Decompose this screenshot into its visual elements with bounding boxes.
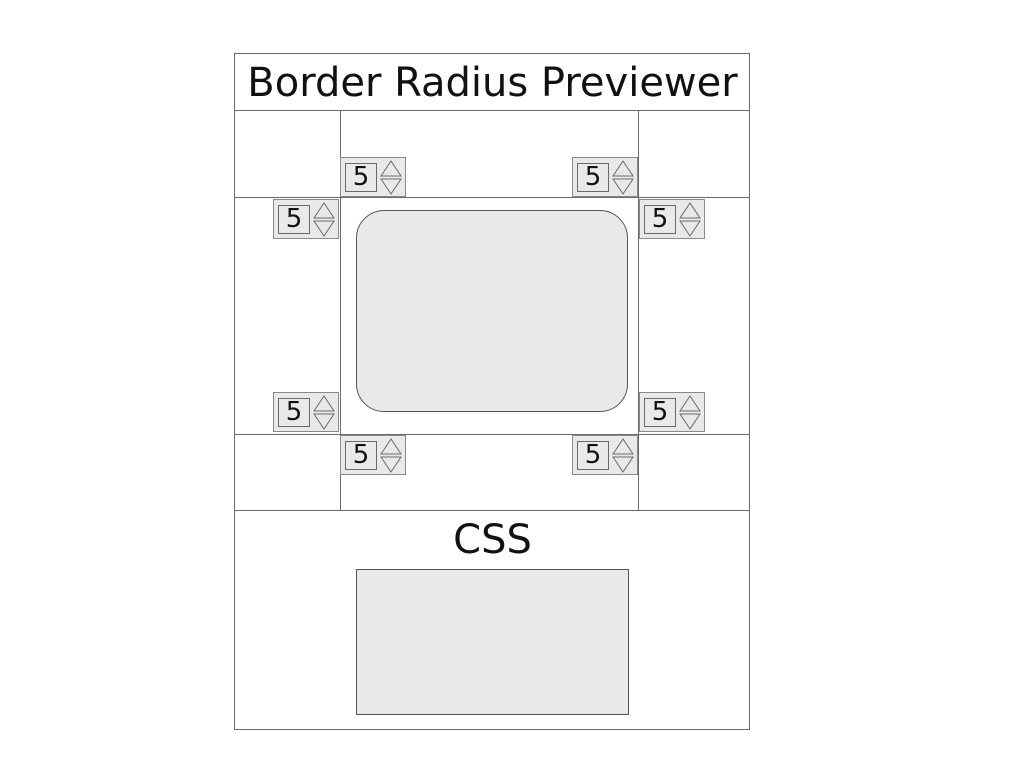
decrement-arrow-icon[interactable] <box>313 220 335 237</box>
grid-line-above-css <box>234 510 750 511</box>
spinner-value[interactable]: 5 <box>278 398 310 427</box>
radius-preview-box <box>356 210 628 412</box>
increment-arrow-icon[interactable] <box>313 202 335 219</box>
increment-arrow-icon[interactable] <box>679 202 701 219</box>
grid-line-top-row <box>234 197 750 198</box>
decrement-arrow-icon[interactable] <box>679 413 701 430</box>
frame-top <box>234 53 750 54</box>
increment-arrow-icon[interactable] <box>679 395 701 412</box>
spinner-value[interactable]: 5 <box>345 441 377 470</box>
spinner-value[interactable]: 5 <box>278 205 310 234</box>
bottom-left-horizontal-spinner[interactable]: 5 <box>340 435 406 475</box>
page-title: Border Radius Previewer <box>247 60 738 106</box>
frame-left <box>234 53 235 730</box>
grid-line-bottom-row <box>234 434 750 435</box>
grid-line-right-column <box>638 110 639 510</box>
bottom-left-vertical-spinner[interactable]: 5 <box>273 392 339 432</box>
spinner-value[interactable]: 5 <box>577 163 609 192</box>
increment-arrow-icon[interactable] <box>380 160 402 177</box>
spinner-value[interactable]: 5 <box>644 398 676 427</box>
increment-arrow-icon[interactable] <box>380 438 402 455</box>
frame-bottom <box>234 729 750 730</box>
increment-arrow-icon[interactable] <box>612 438 634 455</box>
top-right-horizontal-spinner[interactable]: 5 <box>572 157 638 197</box>
spinner-value[interactable]: 5 <box>345 163 377 192</box>
decrement-arrow-icon[interactable] <box>679 220 701 237</box>
bottom-right-horizontal-spinner[interactable]: 5 <box>572 435 638 475</box>
top-left-horizontal-spinner[interactable]: 5 <box>340 157 406 197</box>
decrement-arrow-icon[interactable] <box>380 178 402 195</box>
decrement-arrow-icon[interactable] <box>612 456 634 473</box>
spinner-value[interactable]: 5 <box>577 441 609 470</box>
spinner-value[interactable]: 5 <box>644 205 676 234</box>
grid-line-left-column <box>340 110 341 510</box>
bottom-right-vertical-spinner[interactable]: 5 <box>639 392 705 432</box>
decrement-arrow-icon[interactable] <box>313 413 335 430</box>
increment-arrow-icon[interactable] <box>313 395 335 412</box>
top-left-vertical-spinner[interactable]: 5 <box>273 199 339 239</box>
increment-arrow-icon[interactable] <box>612 160 634 177</box>
frame-right <box>749 53 750 730</box>
top-right-vertical-spinner[interactable]: 5 <box>639 199 705 239</box>
grid-line-under-title <box>234 110 750 111</box>
css-output-box[interactable] <box>356 569 629 715</box>
decrement-arrow-icon[interactable] <box>380 456 402 473</box>
css-heading: CSS <box>453 517 532 563</box>
decrement-arrow-icon[interactable] <box>612 178 634 195</box>
